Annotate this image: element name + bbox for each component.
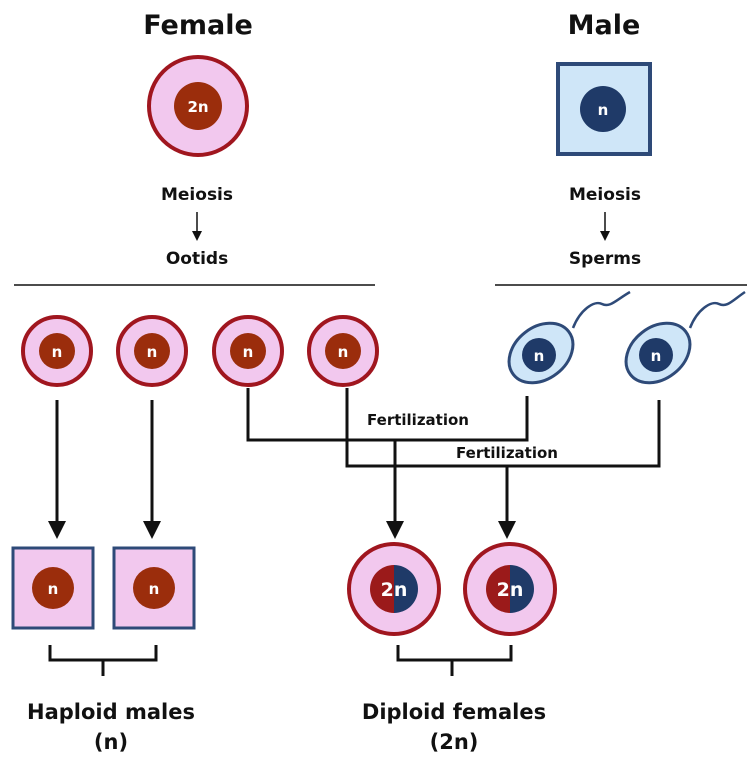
ootid-1: n <box>23 317 91 385</box>
female-meiosis-label: Meiosis <box>161 185 233 205</box>
male-meiosis-label: Meiosis <box>569 185 641 205</box>
haploid-caption-line-1: Haploid males <box>27 700 195 724</box>
ootid-4: n <box>309 317 377 385</box>
ootid-3-label: n <box>243 343 254 361</box>
haploid-caption-line-2: (n) <box>94 730 128 754</box>
ootids-label: Ootids <box>166 249 228 269</box>
sperm-2-label: n <box>651 347 662 365</box>
ootid-1-label: n <box>52 343 63 361</box>
ootid-4-label: n <box>338 343 349 361</box>
female-title: Female <box>143 10 253 41</box>
haploid-male-2-label: n <box>149 580 160 598</box>
fertilization-label-1: Fertilization <box>367 411 469 429</box>
sperm-1-label: n <box>534 347 545 365</box>
sperm-1-tail <box>573 292 630 328</box>
sperm-2: n <box>614 292 745 395</box>
ootid-2: n <box>118 317 186 385</box>
sperm-2-tail <box>690 292 745 328</box>
female-parent-cell: 2n <box>149 57 247 155</box>
ootid-2-label: n <box>147 343 158 361</box>
diploid-caption-line-1: Diploid females <box>362 700 546 724</box>
sperms-label: Sperms <box>569 249 641 269</box>
diploid-female-1-label: 2n <box>381 579 408 601</box>
male-parent-cell: n <box>558 64 650 154</box>
haploid-male-1-label: n <box>48 580 59 598</box>
diploid-female-1: 2n <box>349 544 439 634</box>
male-parent-label: n <box>598 101 609 119</box>
haploid-male-2: n <box>114 548 194 628</box>
diploid-bracket <box>398 645 511 676</box>
fertilization-label-2: Fertilization <box>456 444 558 462</box>
diploid-female-2: 2n <box>465 544 555 634</box>
diploid-female-2-label: 2n <box>497 579 524 601</box>
haploid-bracket <box>50 645 156 676</box>
female-parent-label: 2n <box>187 98 208 116</box>
male-title: Male <box>568 10 641 41</box>
haploid-male-1: n <box>13 548 93 628</box>
sperm-1: n <box>497 292 630 395</box>
diploid-caption-line-2: (2n) <box>430 730 479 754</box>
ootid-3: n <box>214 317 282 385</box>
